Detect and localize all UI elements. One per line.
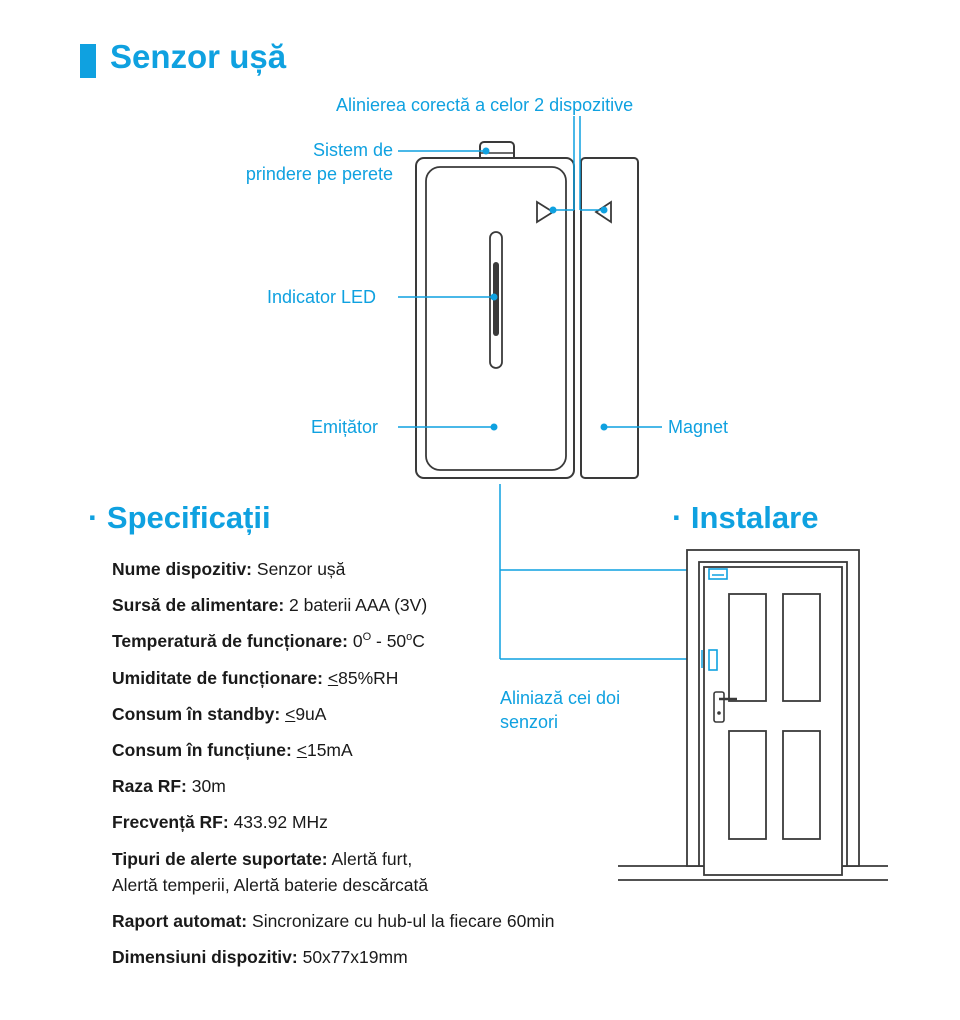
spec-row-alerts: Tipuri de alerte suportate: Alertă furt,…	[112, 849, 429, 896]
spec-row-rf-frequency: Frecvență RF: 433.92 MHz	[112, 812, 328, 832]
spec-row-active-consumption: Consum în funcțiune: <15mA	[112, 740, 353, 760]
install-callout-line2: senzori	[500, 712, 559, 733]
title-accent-bar	[80, 44, 96, 78]
door-illustration	[618, 549, 888, 881]
spec-row-humidity: Umiditate de funcționare: <85%RH	[112, 668, 399, 688]
spec-row-dimensions: Dimensiuni dispozitiv: 50x77x19mm	[112, 947, 408, 967]
emitter-callout: Emițător	[311, 417, 379, 437]
emitter-align-mark	[536, 200, 555, 224]
door-emitter-sensor	[708, 649, 718, 671]
install-callout: Aliniază cei doi senzori	[500, 686, 620, 735]
spec-row-name: Nume dispozitiv: Senzor ușă	[112, 559, 346, 579]
page-title: Senzor ușă	[110, 38, 287, 75]
install-heading: · Instalare	[672, 500, 819, 535]
spec-row-rf-range: Raza RF: 30m	[112, 776, 226, 796]
install-callout-line1: Aliniază cei doi	[500, 688, 621, 708]
led-callout: Indicator LED	[267, 287, 377, 307]
spec-row-temperature: Temperatură de funcționare: 0O - 50oC	[112, 631, 425, 651]
spec-row-power: Sursă de alimentare: 2 baterii AAA (3V)	[112, 595, 428, 615]
spec-row-standby: Consum în standby: <9uA	[112, 704, 327, 724]
specs-heading: · Specificații	[88, 500, 271, 535]
alignment-callout: Alinierea corectă a celor 2 dispozitive	[336, 95, 634, 115]
mount-callout-line1: Sistem de	[312, 140, 393, 160]
spec-row-auto-report: Raport automat: Sincronizare cu hub-ul l…	[112, 911, 555, 931]
door-magnet-sensor	[708, 568, 728, 580]
mount-callout: Sistem de prindere pe perete	[246, 138, 393, 187]
magnet-callout: Magnet	[668, 417, 729, 437]
magnet-body	[580, 157, 639, 479]
mount-callout-line2: prindere pe perete	[245, 164, 393, 185]
